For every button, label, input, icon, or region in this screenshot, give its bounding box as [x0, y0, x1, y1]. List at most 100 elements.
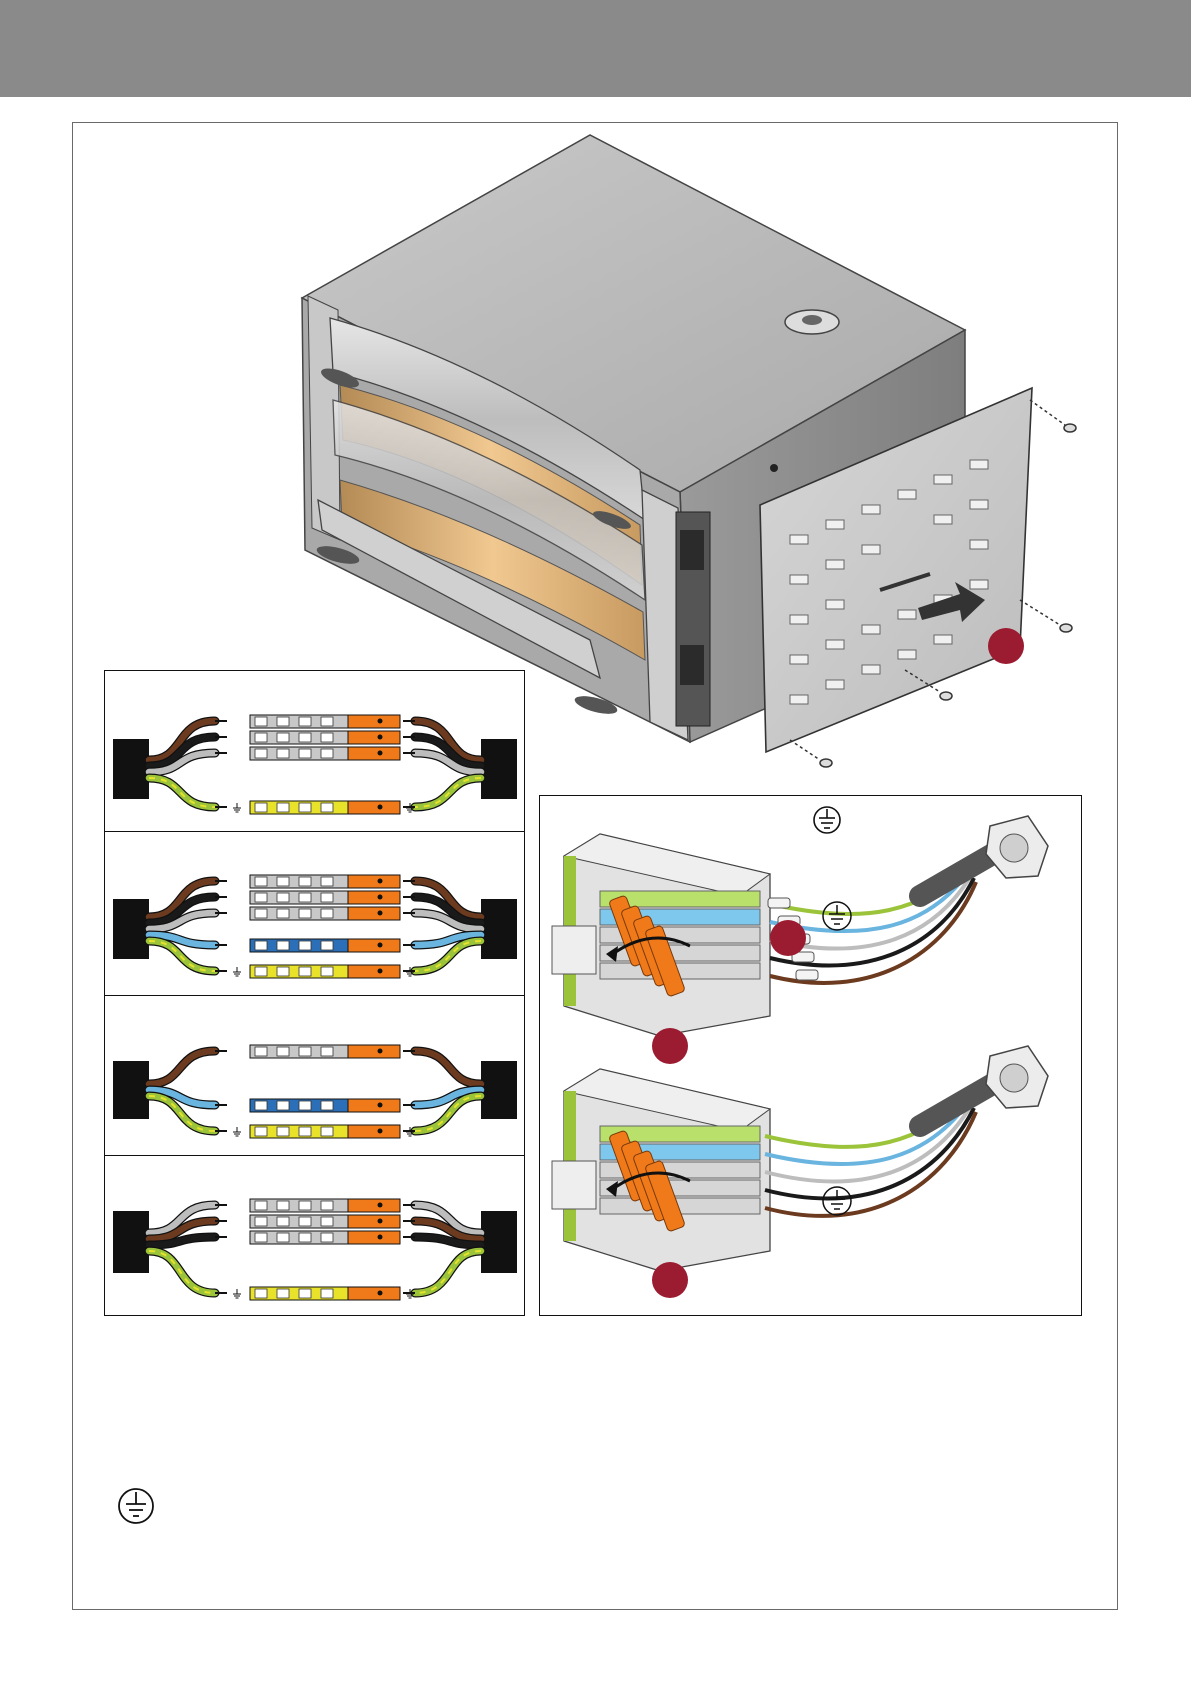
terminal-slot	[277, 749, 289, 758]
terminal-lever	[348, 1199, 400, 1212]
terminal-slot	[299, 803, 311, 812]
terminal-slot	[277, 1201, 289, 1210]
terminal-slot	[299, 967, 311, 976]
terminal-slot	[299, 877, 311, 886]
cable-jacket	[113, 1061, 149, 1119]
terminal-slot	[299, 717, 311, 726]
terminal-screw	[378, 1129, 383, 1134]
terminal-slot	[255, 877, 267, 886]
terminal-lever	[348, 801, 400, 814]
terminal-screw	[378, 1235, 383, 1240]
cable-jacket	[481, 739, 517, 799]
callout-marker	[988, 628, 1024, 664]
terminal-screw	[378, 943, 383, 948]
terminal-screw	[378, 1291, 383, 1296]
terminal-slot	[277, 877, 289, 886]
terminal-slot	[321, 733, 333, 742]
terminal-slot	[277, 1289, 289, 1298]
wire-earth	[149, 1251, 215, 1293]
terminal-lever	[348, 1215, 400, 1228]
terminal-screw	[378, 1203, 383, 1208]
terminal-slot	[255, 1217, 267, 1226]
terminal-slot	[321, 1233, 333, 1242]
terminal-slot	[321, 941, 333, 950]
terminal-slot	[321, 1101, 333, 1110]
terminal-slot	[321, 1289, 333, 1298]
terminal-screw	[378, 911, 383, 916]
terminal-screw	[378, 879, 383, 884]
terminal-slot	[255, 749, 267, 758]
terminal-slot	[277, 1217, 289, 1226]
terminal-slot	[255, 893, 267, 902]
terminal-slot	[299, 909, 311, 918]
terminal-slot	[321, 909, 333, 918]
oven-illustration	[0, 0, 1191, 780]
terminal-slot	[255, 1201, 267, 1210]
terminal-slot	[321, 1047, 333, 1056]
terminal-screw	[378, 895, 383, 900]
callout-marker	[652, 1262, 688, 1298]
terminal-slot	[277, 909, 289, 918]
terminal-lever	[348, 891, 400, 904]
terminal-slot	[299, 1217, 311, 1226]
terminal-slot	[277, 1101, 289, 1110]
terminal-lever	[348, 965, 400, 978]
terminal-slot	[277, 1047, 289, 1056]
terminal-slot	[321, 1127, 333, 1136]
ground-icon	[233, 1289, 241, 1298]
terminal-screw	[378, 805, 383, 810]
terminal-slot	[321, 1217, 333, 1226]
terminal-lever	[348, 907, 400, 920]
terminal-slot	[277, 1233, 289, 1242]
ground-icon	[823, 1187, 851, 1215]
cable-jacket	[481, 1211, 517, 1273]
terminal-slot	[255, 1047, 267, 1056]
terminal-slot	[277, 941, 289, 950]
terminal-slot	[299, 733, 311, 742]
terminal-lever	[348, 1125, 400, 1138]
terminal-screw	[378, 751, 383, 756]
terminal-screw	[378, 1049, 383, 1054]
cable-jacket	[481, 899, 517, 959]
terminal-slot	[321, 1201, 333, 1210]
terminal-slot	[255, 1233, 267, 1242]
wire-earth	[415, 1251, 481, 1293]
terminal-lever	[348, 715, 400, 728]
terminal-slot	[255, 941, 267, 950]
terminal-lever	[348, 1099, 400, 1112]
terminal-slot	[321, 967, 333, 976]
terminal-slot	[277, 803, 289, 812]
terminal-screw	[378, 1219, 383, 1224]
terminal-screw	[378, 1103, 383, 1108]
terminal-slot	[255, 717, 267, 726]
terminal-slot	[299, 1127, 311, 1136]
terminal-slot	[277, 717, 289, 726]
ground-icon	[814, 807, 840, 833]
terminal-block-illustration	[540, 796, 1083, 1317]
terminal-slot	[299, 1201, 311, 1210]
terminal-slot	[277, 967, 289, 976]
wiring-diagrams	[105, 671, 526, 1317]
callout-marker	[652, 1028, 688, 1064]
terminal-lever	[348, 875, 400, 888]
terminal-slot	[299, 893, 311, 902]
cable-jacket	[481, 1061, 517, 1119]
terminal-slot	[321, 717, 333, 726]
terminal-screw	[378, 735, 383, 740]
terminal-slot	[255, 1289, 267, 1298]
terminal-slot	[255, 967, 267, 976]
terminal-block-lower	[552, 1046, 1048, 1271]
terminal-screw	[378, 719, 383, 724]
ground-icon	[114, 1484, 158, 1528]
cable-jacket	[113, 899, 149, 959]
terminal-slot	[255, 733, 267, 742]
terminal-lever	[348, 1045, 400, 1058]
terminal-lever	[348, 747, 400, 760]
terminal-slot	[321, 803, 333, 812]
cable-jacket	[113, 739, 149, 799]
terminal-slot	[299, 941, 311, 950]
terminal-slot	[299, 1101, 311, 1110]
terminal-slot	[277, 1127, 289, 1136]
terminal-slot	[255, 1127, 267, 1136]
terminal-slot	[255, 909, 267, 918]
